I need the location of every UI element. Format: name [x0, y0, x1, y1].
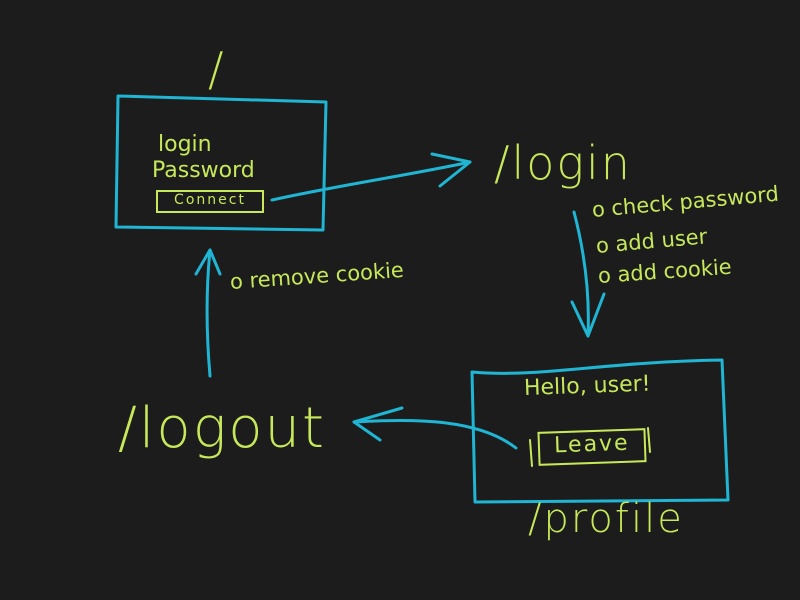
arrow-to-login	[270, 152, 472, 202]
arrow-to-root	[194, 248, 222, 378]
connect-button[interactable]: Connect	[156, 190, 264, 213]
login-box-frame	[114, 94, 328, 232]
route-logout-label: /logout	[118, 396, 327, 461]
route-root-label: /	[208, 42, 226, 96]
profile-box-frame	[470, 358, 730, 504]
login-field-label: login	[158, 132, 212, 157]
route-profile-label: /profile	[528, 496, 684, 542]
profile-greeting: Hello, user!	[523, 371, 651, 401]
route-login-label: /login	[494, 136, 632, 190]
password-field-label: Password	[152, 158, 255, 183]
leave-button-ticks	[529, 427, 651, 467]
leave-button[interactable]: Leave	[537, 428, 647, 466]
arrow-to-logout	[352, 406, 518, 450]
arrow-to-profile	[570, 210, 606, 338]
